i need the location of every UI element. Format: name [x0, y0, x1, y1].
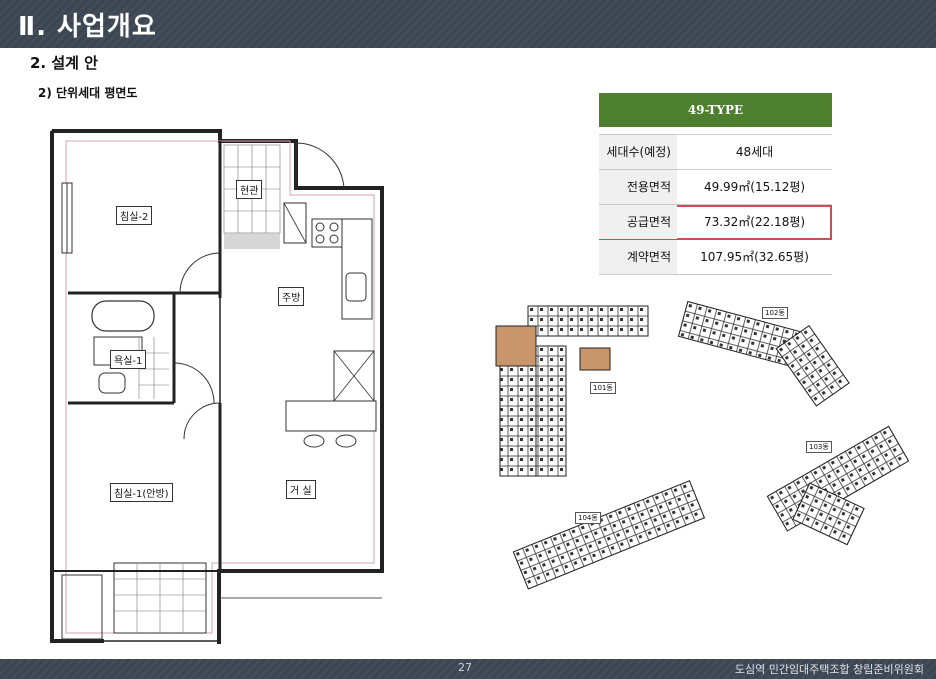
type-row-value: 73.32㎡(22.18평): [703, 215, 806, 229]
type-row: 계약면적 107.95㎡(32.65평): [599, 240, 832, 275]
page-number: 27: [458, 661, 472, 674]
type-row-highlighted: 공급면적 73.32㎡(22.18평): [599, 205, 832, 240]
type-row: 전용면적 49.99㎡(15.12평): [599, 170, 832, 205]
type-row-label: 공급면적: [599, 205, 677, 239]
floor-plan: [44, 123, 402, 644]
type-info-table: 49-TYPE 세대수(예정) 48세대 전용면적 49.99㎡(15.12평)…: [599, 93, 832, 275]
room-label-bedroom2: 침실-2: [116, 206, 153, 225]
building-101: [495, 305, 649, 477]
type-row-value: 48세대: [735, 145, 774, 159]
type-row: 세대수(예정) 48세대: [599, 134, 832, 170]
footer-organization: 도심역 민간임대주택조합 창립준비위원회: [734, 663, 924, 676]
site-plan: [495, 300, 910, 590]
page-title: Ⅱ. 사업개요: [18, 12, 157, 42]
type-title: 49-TYPE: [687, 103, 744, 117]
building-label-103: 103동: [806, 441, 832, 453]
footer-bar: 27 도심역 민간임대주택조합 창립준비위원회: [0, 659, 936, 679]
section-title: 2. 설계 안: [30, 54, 98, 72]
room-label-bedroom1: 침실-1(안방): [110, 483, 173, 502]
type-row-label: 전용면적: [599, 170, 677, 204]
building-104: [512, 480, 706, 590]
room-label-kitchen: 주방: [278, 287, 305, 306]
room-label-bathroom: 욕실-1: [110, 350, 147, 369]
type-row-value: 107.95㎡(32.65평): [700, 250, 809, 264]
building-label-102: 102동: [762, 307, 788, 319]
type-table-header: 49-TYPE: [599, 93, 832, 127]
building-label-104: 104동: [575, 512, 601, 524]
header-bar: Ⅱ. 사업개요: [0, 0, 936, 48]
type-row-value: 49.99㎡(15.12평): [703, 180, 806, 194]
room-label-entrance: 현관: [236, 180, 263, 199]
type-row-label: 계약면적: [599, 240, 677, 274]
building-label-101: 101동: [590, 382, 616, 394]
room-label-living: 거 실: [286, 480, 316, 499]
type-row-label: 세대수(예정): [599, 135, 677, 169]
section-subtitle: 2) 단위세대 평면도: [38, 86, 138, 100]
